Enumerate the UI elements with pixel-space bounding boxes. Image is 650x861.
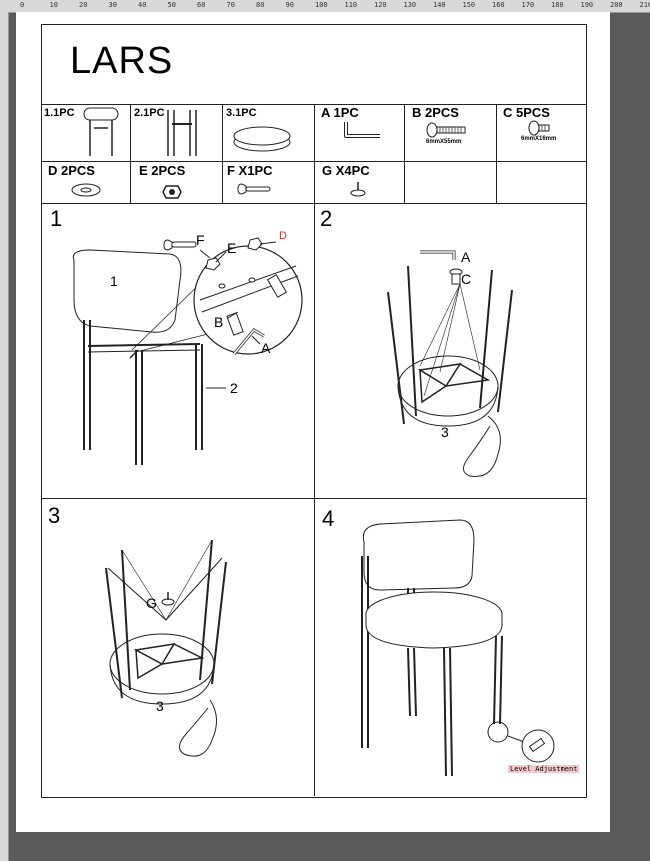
callout-f: F	[196, 232, 205, 248]
callout-b: B	[214, 314, 224, 330]
divider	[404, 104, 405, 203]
part-g-label: G X4PC	[322, 163, 370, 178]
part-a-label: A 1PC	[321, 105, 359, 120]
part-f-label: F X1PC	[227, 163, 273, 178]
part-2-label: 2.1PC	[134, 107, 165, 119]
document-page	[16, 12, 610, 832]
ruler-tick-label: 190	[580, 1, 594, 9]
part-c-size: 6mmX16mm	[521, 136, 557, 142]
left-ruler	[0, 12, 9, 861]
part-e-label: E 2PCS	[139, 163, 186, 178]
part-c-label: C 5PCS	[503, 105, 550, 120]
ruler-tick-label: 110	[344, 1, 358, 9]
callout-d: D	[279, 230, 287, 242]
callout-part-1: 1	[110, 273, 118, 289]
frame-part-icon	[167, 110, 197, 156]
ruler-tick-label: 180	[551, 1, 564, 9]
part-3-label: 3.1PC	[226, 107, 257, 119]
ruler-tick-label: 80	[256, 1, 265, 9]
part-b-label: B 2PCS	[412, 105, 459, 120]
ruler-tick-label: 0	[20, 1, 25, 9]
step-1-number: 1	[50, 206, 63, 231]
ruler-tick-label: 50	[167, 1, 176, 9]
callout-part-3: 3	[156, 698, 164, 714]
callout-part-3: 3	[441, 424, 449, 440]
step-3-illustration	[105, 539, 227, 757]
ruler-tick-label: 140	[433, 1, 446, 9]
callout-c: C	[461, 271, 472, 287]
level-adjustment-label: Level Adjustment	[508, 765, 580, 773]
ruler-tick-label: 20	[79, 1, 88, 9]
step-2-number: 2	[320, 206, 333, 231]
divider	[41, 104, 586, 105]
washer-icon	[71, 183, 101, 197]
divider	[496, 104, 497, 203]
step-1-illustration	[72, 237, 303, 465]
bolt-c-icon	[528, 120, 550, 136]
ruler-tick-label: 30	[108, 1, 117, 9]
callout-a: A	[261, 340, 271, 356]
divider	[41, 203, 586, 204]
divider	[314, 104, 315, 796]
bolt-b-icon	[426, 122, 466, 138]
backrest-part-icon	[83, 107, 119, 156]
divider	[130, 104, 131, 203]
ruler-tick-label: 70	[226, 1, 235, 9]
callout-e: E	[227, 240, 237, 256]
ruler-tick-label: 200	[610, 1, 623, 9]
divider	[222, 104, 223, 203]
step-4-number: 4	[322, 506, 335, 531]
product-title: LARS	[70, 40, 174, 82]
ruler-tick-label: 40	[138, 1, 147, 9]
ruler-tick-label: 210	[639, 1, 650, 9]
instruction-frame	[41, 24, 587, 798]
part-1-label: 1.1PC	[44, 107, 75, 119]
ruler-tick-label: 100	[315, 1, 328, 9]
step-2-illustration	[387, 250, 513, 478]
callout-part-2: 2	[230, 380, 238, 396]
ruler-tick-label: 150	[462, 1, 476, 9]
ruler-tick-label: 120	[374, 1, 387, 9]
callout-g: G	[146, 595, 157, 611]
ruler-tick-label: 10	[49, 1, 58, 9]
seat-part-icon	[233, 126, 291, 152]
divider	[41, 161, 586, 162]
ruler-tick-label: 160	[492, 1, 505, 9]
step-3-number: 3	[48, 503, 61, 528]
ruler-tick-label: 60	[197, 1, 206, 9]
ruler-tick-label: 90	[285, 1, 294, 9]
part-d-label: D 2PCS	[48, 163, 95, 178]
ruler-tick-label: 130	[403, 1, 417, 9]
wrench-icon	[237, 183, 271, 195]
allen-key-icon	[344, 122, 380, 138]
glide-foot-icon	[350, 182, 366, 197]
step-4-illustration	[361, 519, 555, 777]
divider	[41, 498, 586, 499]
ruler-tick-label: 170	[521, 1, 535, 9]
nut-icon	[162, 185, 182, 199]
callout-a: A	[461, 249, 471, 265]
part-b-size: 6mmX55mm	[426, 139, 462, 145]
